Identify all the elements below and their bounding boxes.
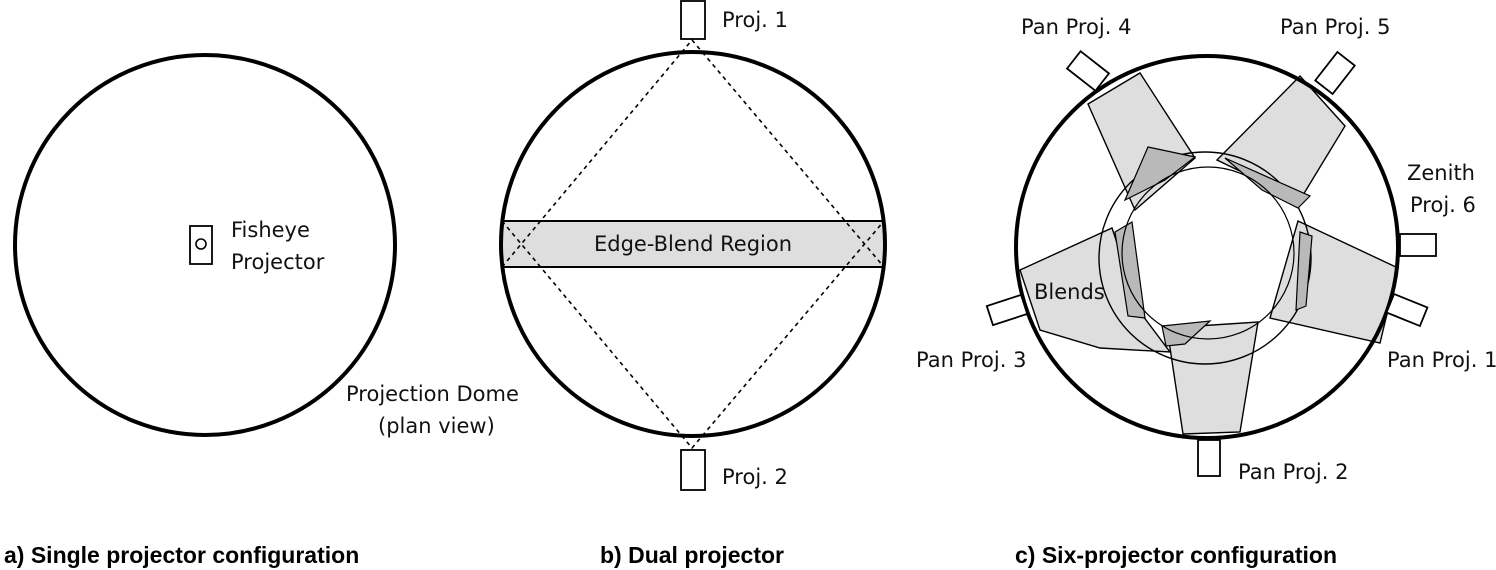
proj1-frustum [501,38,885,268]
pan-proj-5-coverage [1215,74,1346,201]
blend-overlap-1 [1295,231,1313,311]
projector-2-box [680,449,706,491]
dome-label-line2: (plan view) [378,414,495,438]
fisheye-projector-box [189,225,213,265]
proj2-frustum [501,220,885,450]
pan-proj-3-label: Pan Proj. 3 [916,348,1026,372]
dome-circle-dual [499,50,887,438]
proj2-label: Proj. 2 [722,465,788,489]
panel-six-projector: Pan Proj. 4 Pan Proj. 5 Zenith Proj. 6 B… [916,15,1496,568]
fisheye-lens-icon [195,238,207,250]
pan-projector-1-box [1385,292,1429,328]
projection-dome-circle [13,53,397,437]
projector-1-box [680,0,706,40]
pan-projector-2-box [1197,439,1221,477]
fisheye-label-line1: Fisheye [231,218,310,242]
dome-label-line1: Projection Dome [346,382,519,406]
zenith-coverage-ring [1098,151,1312,365]
fisheye-label-line2: Projector [231,250,325,274]
blends-label: Blends [1034,280,1105,304]
pan-proj-1-label: Pan Proj. 1 [1387,348,1496,372]
pan-proj-3-coverage [1019,227,1172,353]
pan-proj-4-label: Pan Proj. 4 [1021,15,1131,39]
pan-projector-3-box [985,293,1029,327]
caption-single: a) Single projector configuration [4,542,359,568]
caption-dual: b) Dual projector [600,542,784,568]
pan-proj-5-label: Pan Proj. 5 [1280,15,1390,39]
proj1-label: Proj. 1 [722,8,788,32]
pan-projector-4-box [1065,49,1111,93]
zenith-label-line2: Proj. 6 [1410,193,1476,217]
zenith-inner-edge [1121,166,1295,340]
panel-single-projector: Fisheye Projector Projection Dome (plan … [4,53,519,568]
zenith-projector-box [1399,233,1437,257]
caption-six: c) Six-projector configuration [1015,542,1337,568]
blend-overlap-4 [1123,146,1197,202]
edge-blend-label: Edge-Blend Region [594,232,792,256]
pan-proj-2-coverage [1166,321,1259,435]
zenith-label-line1: Zenith [1407,161,1475,185]
panel-dual-projector: Proj. 1 Proj. 2 Edge-Blend Region b) Dua… [499,0,887,568]
dome-circle-six [1014,54,1400,440]
blend-overlap-5 [1224,157,1312,209]
pan-proj-2-label: Pan Proj. 2 [1238,460,1348,484]
blend-overlap-2 [1161,320,1212,347]
pan-projector-5-box [1313,50,1357,96]
